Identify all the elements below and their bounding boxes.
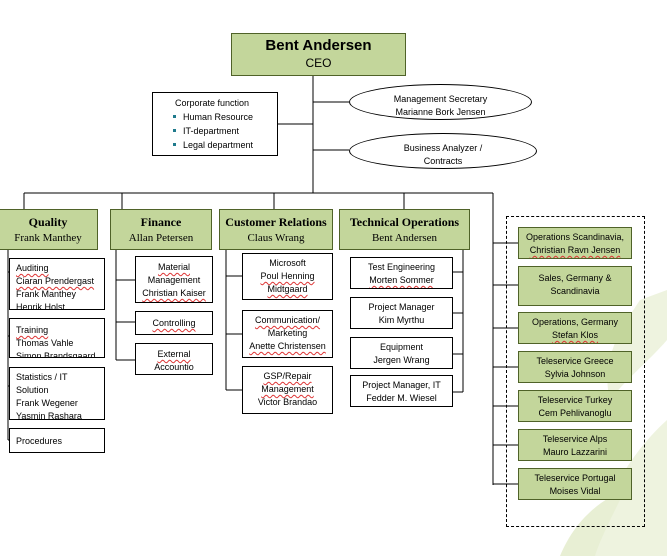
department-title: Customer Relations xyxy=(225,215,327,229)
staff-person: Marianne Bork Jensen xyxy=(395,107,486,117)
unit-line: Project Manager, IT xyxy=(362,380,441,390)
ceo-box: Bent Andersen CEO xyxy=(231,33,406,76)
unit-statistics-it: Statistics / IT Solution Frank Wegener Y… xyxy=(9,367,105,420)
unit-line: GSP/Repair xyxy=(263,371,312,381)
unit-line: Simon Brandsgaard xyxy=(16,351,96,358)
unit-test-engineering: Test Engineering Morten Sommer xyxy=(350,257,453,289)
region-operations-germany: Operations, Germany Stefan Klos xyxy=(518,312,632,344)
unit-controlling: Controlling xyxy=(135,311,213,335)
department-title: Quality xyxy=(28,215,68,229)
unit-line: Marketing xyxy=(267,328,308,338)
region-teleservice-turkey: Teleservice Turkey Cem Pehlivanoglu xyxy=(518,390,632,422)
unit-line: Thomas Vahle xyxy=(16,338,74,348)
unit-material-management: Material Management Christian Kaiser xyxy=(135,256,213,303)
department-head-technical-operations: Technical Operations Bent Andersen xyxy=(339,209,470,250)
department-head-name: Frank Manthey xyxy=(14,232,82,244)
unit-auditing: Auditing Ciaran Prendergast Frank Manthe… xyxy=(9,258,105,310)
unit-line: Fedder M. Wiesel xyxy=(366,393,437,403)
region-unit: Teleservice Turkey xyxy=(537,395,613,405)
corporate-function-box: Corporate function Human Resource IT-dep… xyxy=(152,92,278,156)
unit-line: Anette Christensen xyxy=(249,341,326,351)
unit-line: Communication/ xyxy=(254,315,321,325)
region-person: Christian Ravn Jensen xyxy=(529,245,621,255)
unit-microsoft: Microsoft Poul Henning Midtgaard xyxy=(242,253,333,300)
management-secretary-ellipse: Management Secretary Marianne Bork Jense… xyxy=(349,84,532,120)
unit-line: Project Manager xyxy=(368,302,435,312)
region-unit: Operations Scandinavia, xyxy=(525,232,625,242)
region-teleservice-portugal: Teleservice Portugal Moises Vidal xyxy=(518,468,632,500)
unit-line: Management xyxy=(147,275,201,285)
department-head-name: Allan Petersen xyxy=(128,232,194,244)
unit-line: Test Engineering xyxy=(367,262,436,272)
corporate-item-human-resource: Human Resource xyxy=(173,110,277,124)
unit-training: Training Thomas Vahle Simon Brandsgaard xyxy=(9,318,105,358)
region-unit: Teleservice Greece xyxy=(536,356,614,366)
region-person: Sylvia Johnson xyxy=(544,369,606,379)
unit-line: Auditing xyxy=(16,263,49,273)
unit-external-accounting: External Accountio xyxy=(135,343,213,375)
ceo-title: CEO xyxy=(305,56,332,70)
corporate-function-heading: Corporate function xyxy=(175,98,250,108)
unit-project-manager: Project Manager Kim Myrthu xyxy=(350,297,453,329)
regional-operations-group xyxy=(506,216,645,527)
unit-gsp-repair: GSP/Repair Management Victor Brandao xyxy=(242,366,333,414)
business-analyzer-ellipse: Business Analyzer / Contracts xyxy=(349,133,537,169)
unit-line: Controlling xyxy=(152,318,196,328)
corporate-item-legal-department: Legal department xyxy=(173,138,277,152)
unit-line: Management xyxy=(261,384,314,394)
unit-line: Midtgaard xyxy=(267,284,308,294)
region-person: Scandinavia xyxy=(550,286,600,296)
unit-equipment: Equipment Jergen Wrang xyxy=(350,337,453,369)
region-unit: Sales, Germany & xyxy=(538,273,612,283)
department-title: Technical Operations xyxy=(349,215,460,229)
department-title: Finance xyxy=(140,215,182,229)
staff-person: Contracts xyxy=(423,156,463,166)
unit-line: Accountio xyxy=(154,362,194,372)
staff-role: Management Secretary xyxy=(393,94,488,104)
region-unit: Teleservice Alps xyxy=(542,434,608,444)
region-operations-scandinavia: Operations Scandinavia, Christian Ravn J… xyxy=(518,227,632,259)
unit-line: Morten Sommer xyxy=(369,275,434,285)
region-sales-germany-scandinavia: Sales, Germany & Scandinavia xyxy=(518,266,632,306)
unit-communication-marketing: Communication/ Marketing Anette Christen… xyxy=(242,310,333,358)
department-head-customer-relations: Customer Relations Claus Wrang xyxy=(219,209,333,250)
ceo-name: Bent Andersen xyxy=(265,37,372,54)
department-head-quality: Quality Frank Manthey xyxy=(0,209,98,250)
region-person: Mauro Lazzarini xyxy=(542,447,608,457)
region-teleservice-alps: Teleservice Alps Mauro Lazzarini xyxy=(518,429,632,461)
department-head-name: Claus Wrang xyxy=(247,232,305,244)
unit-line: Equipment xyxy=(379,342,424,352)
region-person: Stefan Klos xyxy=(551,330,599,340)
corporate-function-list: Human Resource IT-department Legal depar… xyxy=(173,110,277,152)
region-teleservice-greece: Teleservice Greece Sylvia Johnson xyxy=(518,351,632,383)
department-head-finance: Finance Allan Petersen xyxy=(110,209,212,250)
unit-line: Ciaran Prendergast xyxy=(16,276,95,286)
unit-line: Poul Henning xyxy=(260,271,315,281)
region-unit: Operations, Germany xyxy=(531,317,619,327)
unit-line: Statistics / IT xyxy=(16,372,68,382)
unit-line: Solution xyxy=(16,385,49,395)
region-unit: Teleservice Portugal xyxy=(534,473,616,483)
unit-project-manager-it: Project Manager, IT Fedder M. Wiesel xyxy=(350,375,453,407)
unit-line: Material xyxy=(157,262,190,272)
unit-line: Jergen Wrang xyxy=(373,355,430,365)
unit-line: Henrik Holst xyxy=(16,302,66,310)
unit-line: External xyxy=(157,349,191,359)
unit-line: Kim Myrthu xyxy=(378,315,425,325)
unit-line: Frank Wegener xyxy=(16,398,78,408)
corporate-item-it-department: IT-department xyxy=(173,124,277,138)
unit-line: Microsoft xyxy=(269,258,306,268)
staff-role: Business Analyzer / xyxy=(403,143,483,153)
unit-line: Victor Brandao xyxy=(257,397,318,407)
region-person: Cem Pehlivanoglu xyxy=(538,408,612,418)
unit-line: Yasmin Rashara xyxy=(16,411,82,420)
unit-procedures: Procedures xyxy=(9,428,105,453)
department-head-name: Bent Andersen xyxy=(371,232,438,244)
unit-line: Procedures xyxy=(16,436,63,446)
unit-line: Frank Manthey xyxy=(16,289,77,299)
region-person: Moises Vidal xyxy=(549,486,601,496)
unit-line: Christian Kaiser xyxy=(142,288,206,298)
unit-line: Training xyxy=(16,325,49,335)
